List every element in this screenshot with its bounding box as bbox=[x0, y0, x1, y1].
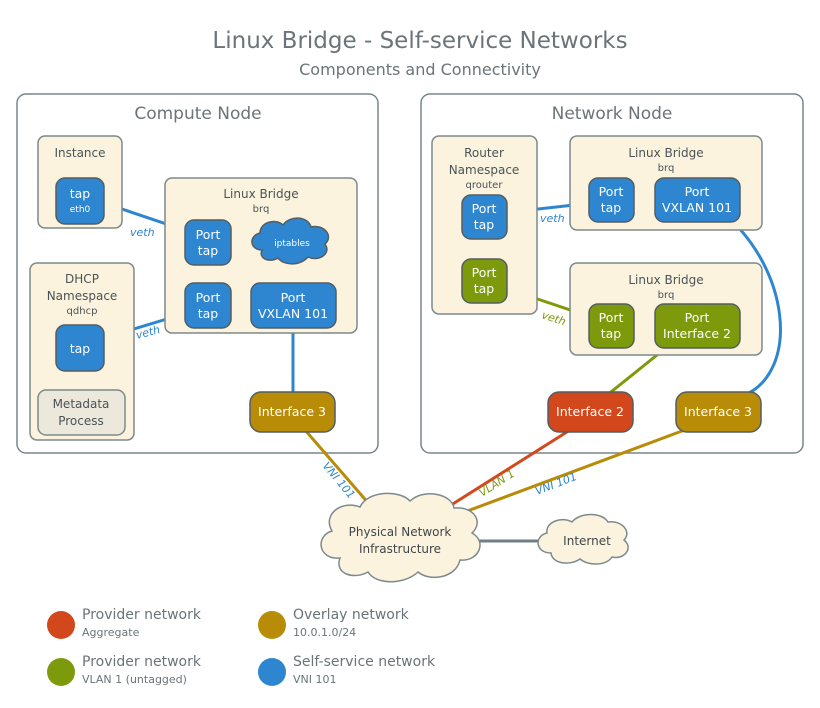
network-interface-2[interactable] bbox=[547, 391, 634, 433]
router-label-2: Namespace bbox=[449, 163, 520, 177]
router-port-tap-1-a: Port bbox=[472, 201, 497, 216]
network-bridge-1-port-tap-a: Port bbox=[599, 184, 624, 199]
legend-sub-selfservice: VNI 101 bbox=[293, 673, 337, 686]
iptables-label: iptables bbox=[274, 239, 310, 249]
router-port-tap-2-b: tap bbox=[474, 281, 495, 296]
compute-interface-3[interactable] bbox=[249, 391, 336, 433]
diagram-subtitle: Components and Connectivity bbox=[299, 60, 541, 79]
physical-network-cloud[interactable] bbox=[320, 492, 481, 583]
metadata-label-2: Process bbox=[58, 414, 104, 428]
instance-tap-label: tap bbox=[70, 186, 91, 201]
dhcp-tap-label: tap bbox=[70, 341, 91, 356]
compute-bridge-label: Linux Bridge bbox=[223, 187, 298, 201]
compute-port-tap-1-b: tap bbox=[198, 243, 219, 258]
vxlan-network-to-interface3 bbox=[721, 210, 782, 397]
network-bridge-2-port-interface[interactable] bbox=[654, 303, 741, 349]
network-interface-3-label: Interface 3 bbox=[684, 404, 752, 419]
router-label-1: Router bbox=[464, 146, 504, 160]
metadata-process-box[interactable] bbox=[37, 389, 126, 436]
instance-tap-sub: eth0 bbox=[70, 205, 91, 215]
dhcp-sub: qdhcp bbox=[67, 306, 98, 317]
legend-label-selfservice: Self-service network bbox=[293, 654, 436, 670]
router-sub: qrouter bbox=[466, 180, 504, 191]
physical-network-line2: Infrastructure bbox=[359, 542, 441, 556]
legend-dot-provider-aggregate bbox=[47, 611, 75, 639]
iptables-cloud[interactable] bbox=[251, 217, 330, 265]
diagram-title: Linux Bridge - Self-service Networks bbox=[212, 28, 627, 54]
compute-port-tap-1-a: Port bbox=[196, 227, 221, 242]
network-interface-3[interactable] bbox=[675, 391, 762, 433]
network-bridge-2-sub: brq bbox=[658, 290, 675, 301]
router-port-tap-2[interactable] bbox=[461, 258, 508, 304]
network-bridge-2-label: Linux Bridge bbox=[628, 273, 703, 287]
metadata-label-1: Metadata bbox=[53, 397, 110, 411]
compute-port-vxlan-b: VXLAN 101 bbox=[258, 306, 328, 321]
network-interface-2-label: Interface 2 bbox=[556, 404, 624, 419]
network-bridge-2-port-tap-a: Port bbox=[599, 310, 624, 325]
network-node-title: Network Node bbox=[552, 104, 673, 124]
dhcp-tap-port[interactable] bbox=[55, 324, 105, 372]
router-port-tap-1[interactable] bbox=[461, 194, 508, 240]
vni-label-right: VNI 101 bbox=[533, 470, 578, 498]
dhcp-label-1: DHCP bbox=[65, 272, 99, 286]
legend-sub-overlay: 10.0.1.0/24 bbox=[293, 626, 356, 639]
router-port-tap-2-a: Port bbox=[472, 265, 497, 280]
compute-port-tap-1[interactable] bbox=[184, 219, 232, 266]
overlay-compute-physical bbox=[303, 429, 372, 506]
legend-label-overlay: Overlay network bbox=[293, 607, 410, 623]
legend-sub-provider-vlan: VLAN 1 (untagged) bbox=[82, 673, 187, 686]
veth-label-1: veth bbox=[130, 226, 155, 239]
provider-interface2-physical bbox=[447, 428, 571, 509]
network-bridge-1-sub: brq bbox=[658, 163, 675, 174]
network-bridge-2-port-interface-b: Interface 2 bbox=[663, 326, 731, 341]
network-bridge-1-port-tap[interactable] bbox=[588, 177, 635, 223]
network-bridge-1-port-vxlan-a: Port bbox=[685, 184, 710, 199]
internet-cloud[interactable] bbox=[537, 513, 629, 565]
vni-label-left: VNI 101 bbox=[320, 460, 358, 502]
legend-dot-overlay bbox=[258, 611, 286, 639]
compute-node-title: Compute Node bbox=[134, 104, 261, 124]
network-bridge-2-port-tap[interactable] bbox=[588, 303, 635, 349]
legend-label-provider-vlan: Provider network bbox=[82, 654, 202, 670]
legend-dot-selfservice bbox=[258, 658, 286, 686]
instance-label: Instance bbox=[54, 146, 105, 160]
network-bridge-2-port-interface-a: Port bbox=[685, 310, 710, 325]
physical-network-line1: Physical Network bbox=[349, 525, 452, 539]
veth-label-3: veth bbox=[540, 212, 565, 225]
router-port-tap-1-b: tap bbox=[474, 217, 495, 232]
instance-tap-port[interactable] bbox=[55, 177, 105, 225]
legend-label-provider-aggregate: Provider network bbox=[82, 607, 202, 623]
compute-port-vxlan-a: Port bbox=[281, 290, 306, 305]
compute-port-tap-2-a: Port bbox=[196, 290, 221, 305]
network-bridge-2-port-tap-b: tap bbox=[601, 326, 622, 341]
legend-dot-provider-vlan bbox=[47, 658, 75, 686]
legend-sub-provider-aggregate: Aggregate bbox=[82, 626, 140, 639]
dhcp-label-2: Namespace bbox=[47, 289, 118, 303]
compute-interface-3-label: Interface 3 bbox=[258, 404, 326, 419]
internet-label: Internet bbox=[563, 534, 611, 548]
network-bridge-1-port-vxlan-b: VXLAN 101 bbox=[662, 200, 732, 215]
veth-label-2: veth bbox=[134, 323, 161, 342]
network-bridge-1-label: Linux Bridge bbox=[628, 146, 703, 160]
compute-port-tap-2[interactable] bbox=[184, 282, 232, 329]
compute-bridge-sub: brq bbox=[253, 204, 270, 215]
overlay-network-physical bbox=[461, 426, 691, 515]
compute-port-vxlan[interactable] bbox=[250, 282, 337, 329]
compute-port-tap-2-b: tap bbox=[198, 306, 219, 321]
network-bridge-1-port-tap-b: tap bbox=[601, 200, 622, 215]
network-bridge-1-port-vxlan[interactable] bbox=[654, 177, 741, 223]
